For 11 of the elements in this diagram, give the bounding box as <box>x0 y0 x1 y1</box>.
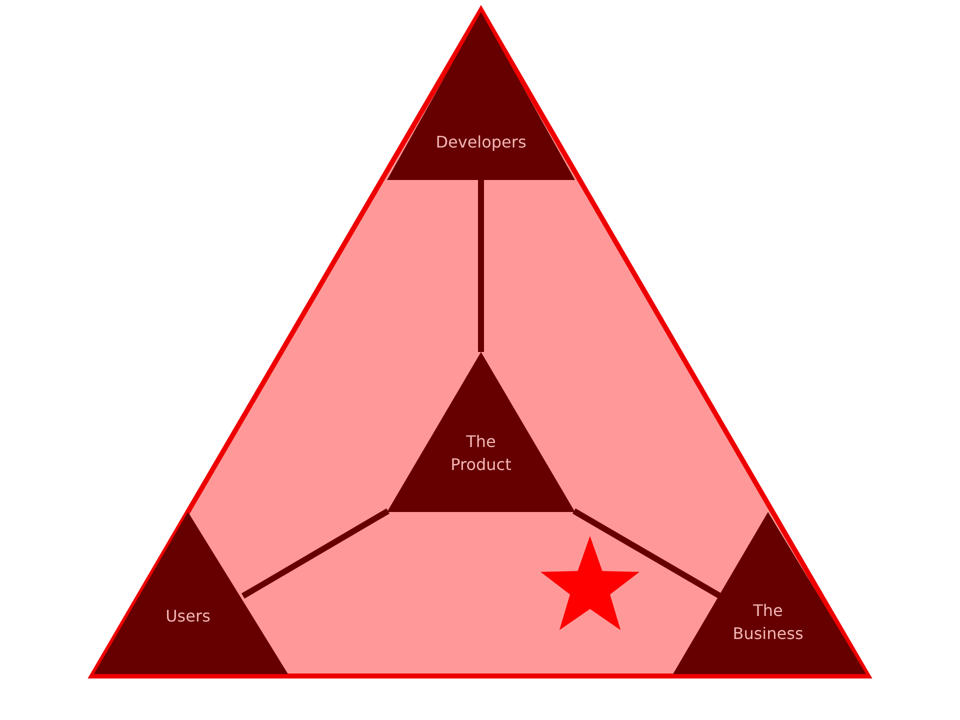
connector-line <box>241 508 390 599</box>
triangle-node <box>387 352 575 512</box>
connector-line <box>572 508 722 599</box>
node-label: Users <box>164 605 212 628</box>
node-label: The Product <box>450 430 512 476</box>
triangle-node <box>673 512 866 674</box>
triangle-node <box>94 512 288 674</box>
node-label: The Business <box>732 600 804 645</box>
connector-line <box>478 180 484 352</box>
node-label: Developers <box>434 131 528 154</box>
triangle-node <box>387 12 575 180</box>
